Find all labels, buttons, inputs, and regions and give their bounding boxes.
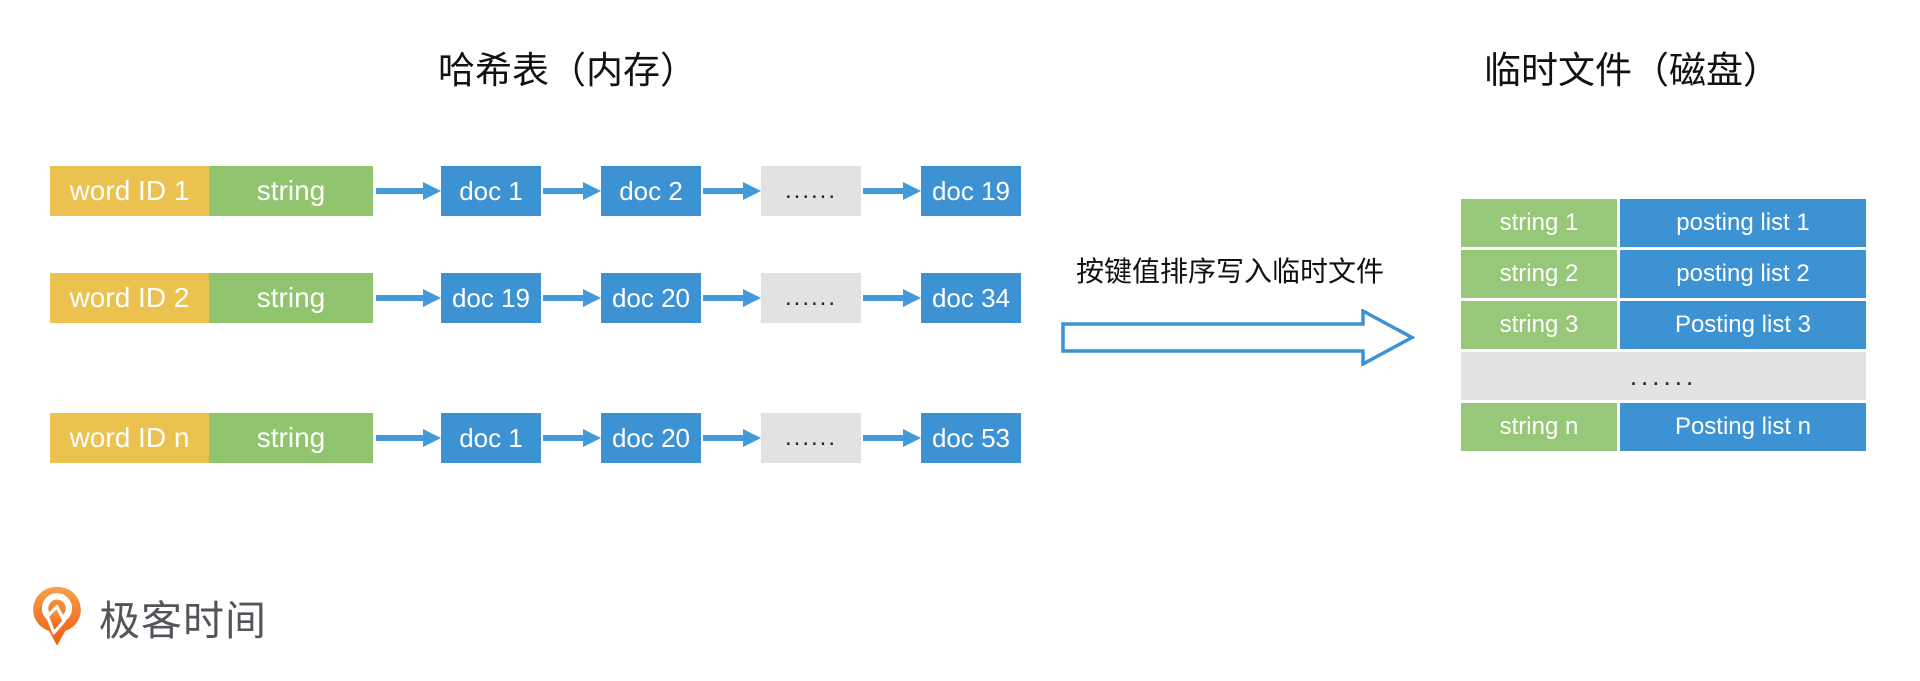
posting-list-cell: posting list 1 xyxy=(1620,199,1866,247)
doc-cell: doc 20 xyxy=(601,413,701,463)
doc-cell: doc 19 xyxy=(441,273,541,323)
table-row: string n Posting list n xyxy=(1461,403,1866,451)
ellipsis-cell: ...... xyxy=(761,413,861,463)
ellipsis-cell: ...... xyxy=(1461,352,1866,400)
hash-row-1: word ID 1 string doc 1 doc 2 ...... doc … xyxy=(50,166,1021,216)
doc-cell: doc 34 xyxy=(921,273,1021,323)
ellipsis-cell: ...... xyxy=(761,273,861,323)
arrow-right-icon xyxy=(863,429,921,447)
doc-cell: doc 1 xyxy=(441,166,541,216)
string-cell: string xyxy=(209,166,373,216)
table-row: string 1 posting list 1 xyxy=(1461,199,1866,247)
doc-cell: doc 2 xyxy=(601,166,701,216)
string-key-cell: string 1 xyxy=(1461,199,1617,247)
table-row-ellipsis: ...... xyxy=(1461,352,1866,400)
doc-cell: doc 20 xyxy=(601,273,701,323)
arrow-right-icon xyxy=(703,429,761,447)
word-id-cell: word ID 1 xyxy=(50,166,209,216)
arrow-right-icon xyxy=(863,289,921,307)
doc-cell: doc 1 xyxy=(441,413,541,463)
table-row: string 3 Posting list 3 xyxy=(1461,301,1866,349)
hash-row-2: word ID 2 string doc 19 doc 20 ...... do… xyxy=(50,273,1021,323)
doc-cell: doc 19 xyxy=(921,166,1021,216)
transfer-label: 按键值排序写入临时文件 xyxy=(1076,256,1385,287)
geektime-logo-icon xyxy=(33,586,81,646)
arrow-right-icon xyxy=(703,182,761,200)
string-key-cell: string n xyxy=(1461,403,1617,451)
posting-list-cell: Posting list 3 xyxy=(1620,301,1866,349)
hash-row-n: word ID n string doc 1 doc 20 ...... doc… xyxy=(50,413,1021,463)
big-right-arrow-icon xyxy=(1061,309,1415,366)
geektime-logo: 极客时间 xyxy=(30,585,267,649)
temp-file-title: 临时文件（磁盘） xyxy=(1484,50,1780,91)
arrow-right-icon xyxy=(703,289,761,307)
word-id-cell: word ID 2 xyxy=(50,273,209,323)
arrow-right-icon xyxy=(376,429,441,447)
arrow-right-icon xyxy=(376,182,441,200)
arrow-right-icon xyxy=(543,289,601,307)
ellipsis-cell: ...... xyxy=(761,166,861,216)
word-id-cell: word ID n xyxy=(50,413,209,463)
temp-file-table: string 1 posting list 1 string 2 posting… xyxy=(1461,199,1866,451)
geektime-logo-text: 极客时间 xyxy=(99,598,267,644)
arrow-right-icon xyxy=(543,182,601,200)
posting-list-cell: posting list 2 xyxy=(1620,250,1866,298)
doc-cell: doc 53 xyxy=(921,413,1021,463)
string-cell: string xyxy=(209,413,373,463)
hash-table-title: 哈希表（内存） xyxy=(438,50,697,91)
string-cell: string xyxy=(209,273,373,323)
arrow-right-icon xyxy=(376,289,441,307)
string-key-cell: string 3 xyxy=(1461,301,1617,349)
arrow-right-icon xyxy=(863,182,921,200)
posting-list-cell: Posting list n xyxy=(1620,403,1866,451)
string-key-cell: string 2 xyxy=(1461,250,1617,298)
table-row: string 2 posting list 2 xyxy=(1461,250,1866,298)
arrow-right-icon xyxy=(543,429,601,447)
